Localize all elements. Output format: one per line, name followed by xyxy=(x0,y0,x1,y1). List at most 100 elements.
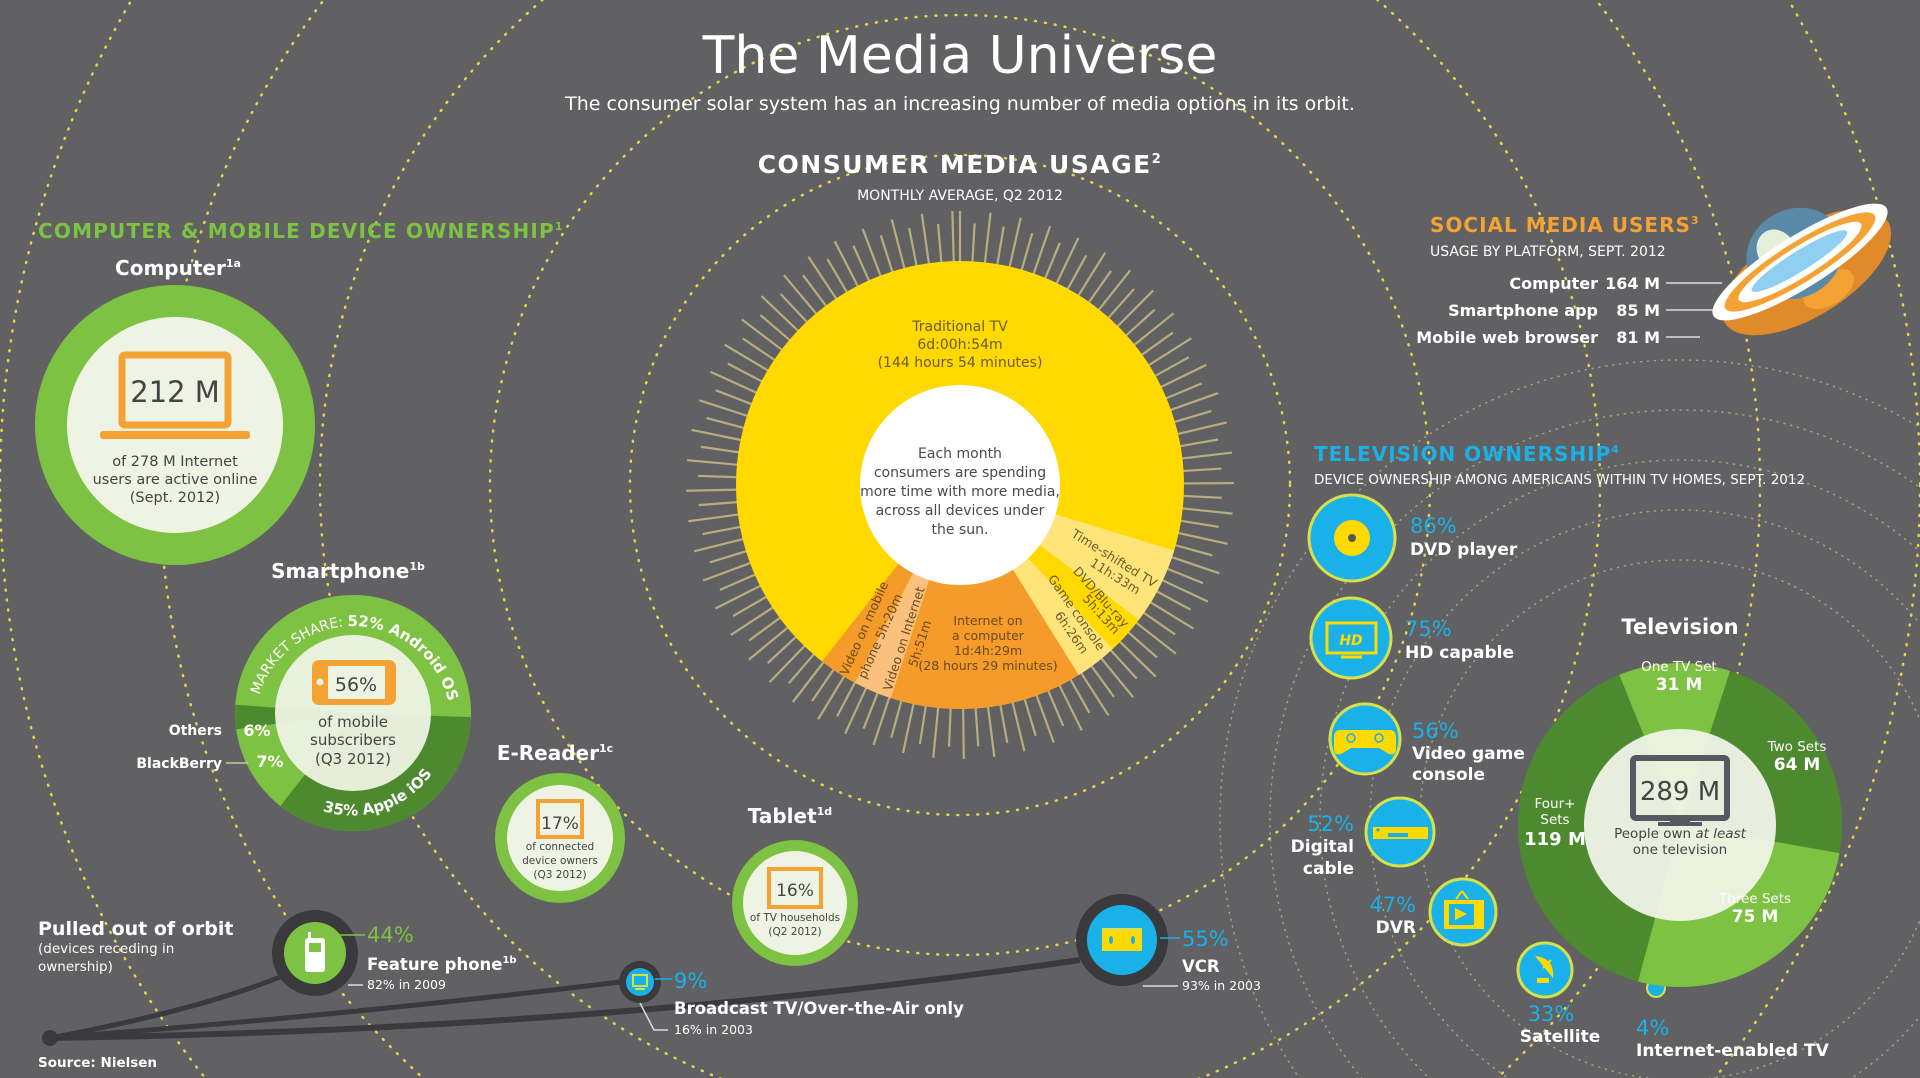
feature-phone-icon xyxy=(305,932,325,972)
device-internet-enabled-tv: 4% Internet-enabled TV xyxy=(1636,978,1830,1061)
ereader-icon xyxy=(536,799,584,839)
svg-text:Smartphone1b: Smartphone1b xyxy=(271,559,425,583)
vcr-past: 93% in 2003 xyxy=(1182,978,1261,993)
television-value: 289 M xyxy=(1640,777,1720,807)
device-pct: 86% xyxy=(1410,514,1457,538)
ereader-planet: E-Reader1c 17% of connected device owner… xyxy=(495,741,625,903)
television-planet: Television 289 M People own at least one… xyxy=(1518,615,1842,987)
social-row-label: Computer xyxy=(1509,274,1598,293)
computer-value: 212 M xyxy=(130,375,220,409)
svg-text:Tablet1d: Tablet1d xyxy=(748,804,832,828)
svg-text:TELEVISION OWNERSHIP4: TELEVISION OWNERSHIP4 xyxy=(1314,442,1620,466)
two-sets-label: Two Sets xyxy=(1767,739,1827,755)
tv-ownership-title: TELEVISION OWNERSHIP xyxy=(1314,442,1611,466)
page-title: The Media Universe xyxy=(702,26,1218,86)
social-media-subtitle: USAGE BY PLATFORM, SEPT. 2012 xyxy=(1430,244,1666,260)
svg-text:Each month: Each month xyxy=(918,446,1002,462)
broadcast-pct: 9% xyxy=(674,969,707,993)
three-sets-label: Three Sets xyxy=(1718,891,1791,907)
social-row-label: Mobile web browser xyxy=(1416,328,1598,347)
smartphone-value: 56% xyxy=(335,674,377,696)
device-label: Satellite xyxy=(1520,1027,1601,1047)
pulled-out-of-orbit: Pulled out of orbit (devices receding in… xyxy=(38,894,1261,1071)
svg-text:of 278 M Internet: of 278 M Internet xyxy=(112,454,238,470)
dvr-tv-icon xyxy=(1444,890,1484,929)
tablet-value: 16% xyxy=(776,881,814,901)
pulled-out-title: Pulled out of orbit xyxy=(38,918,233,940)
tv-ownership-section: TELEVISION OWNERSHIP4 DEVICE OWNERSHIP A… xyxy=(1291,442,1842,1061)
consumer-media-title: CONSUMER MEDIA USAGE xyxy=(758,150,1152,179)
dvd-disc-icon xyxy=(1334,520,1370,556)
svg-text:Computer1a: Computer1a xyxy=(115,256,241,280)
origin-dot xyxy=(42,1030,58,1046)
page-subtitle: The consumer solar system has an increas… xyxy=(564,93,1355,115)
social-row-label: Smartphone app xyxy=(1448,301,1598,320)
svg-text:ownership): ownership) xyxy=(38,959,113,975)
social-row-value: 164 M xyxy=(1605,274,1660,293)
blackberry-value: 7% xyxy=(256,752,283,771)
tablet-planet: Tablet1d 16% of TV households (Q2 2012) xyxy=(732,804,858,966)
sun-center xyxy=(860,385,1060,585)
device-dvd-player: 86% DVD player xyxy=(1307,493,1518,583)
svg-text:one television: one television xyxy=(1633,842,1727,858)
cable-box-icon xyxy=(1373,827,1428,839)
device-pct: 47% xyxy=(1369,893,1416,917)
svg-text:of TV households: of TV households xyxy=(750,912,840,924)
consumer-media-usage: CONSUMER MEDIA USAGE2 MONTHLY AVERAGE, Q… xyxy=(686,150,1235,759)
computer-mobile-title: COMPUTER & MOBILE DEVICE OWNERSHIP1 xyxy=(38,219,564,243)
svg-text:(Sept. 2012): (Sept. 2012) xyxy=(130,490,220,506)
others-value: 6% xyxy=(243,721,270,740)
feature-phone-past: 82% in 2009 xyxy=(367,977,446,992)
sun-rays xyxy=(686,211,1235,759)
device-label: Video game xyxy=(1412,744,1525,764)
feature-phone-pct: 44% xyxy=(367,923,414,947)
svg-text:subscribers: subscribers xyxy=(310,731,396,749)
svg-text:more time with more media,: more time with more media, xyxy=(860,484,1060,500)
social-media-title: SOCIAL MEDIA USERS xyxy=(1430,213,1691,237)
broadcast-label: Broadcast TV/Over-the-Air only xyxy=(674,999,964,1018)
device-label: DVD player xyxy=(1410,540,1518,560)
vcr-tape-icon xyxy=(1102,928,1142,951)
phone-icon xyxy=(312,660,396,705)
smartphone-label: Smartphone xyxy=(271,559,409,583)
traditional-tv-label: Traditional TV xyxy=(911,319,1008,335)
segment-internet-computer xyxy=(890,485,1079,709)
device-hd-capable: HD 75% HD capable xyxy=(1309,596,1514,680)
smartphone-planet: Smartphone1b 56% of mobile subscribers (… xyxy=(136,559,471,831)
svg-text:Sets: Sets xyxy=(1540,812,1569,828)
laptop-icon xyxy=(100,351,250,439)
television-label: Television xyxy=(1621,615,1738,639)
device-label: HD capable xyxy=(1405,643,1514,663)
social-media-section: SOCIAL MEDIA USERS3 USAGE BY PLATFORM, S… xyxy=(1416,203,1892,347)
four-sets-label: Four+ xyxy=(1535,796,1576,812)
svg-text:People own at least: People own at least xyxy=(1614,826,1747,842)
device-label: DVR xyxy=(1376,918,1416,938)
broadcast-tv-icon xyxy=(632,974,648,990)
source-label: Source: Nielsen xyxy=(38,1055,157,1071)
svg-text:device owners: device owners xyxy=(522,855,598,867)
one-tv-label: One TV Set xyxy=(1641,659,1717,675)
tv-ownership-subtitle: DEVICE OWNERSHIP AMONG AMERICANS WITHIN … xyxy=(1314,472,1805,488)
device-satellite: 33% Satellite xyxy=(1516,941,1601,1047)
svg-text:(Q3 2012): (Q3 2012) xyxy=(315,750,391,768)
consumer-media-subtitle: MONTHLY AVERAGE, Q2 2012 xyxy=(857,188,1063,204)
device-video-game-console: 56% Video game console xyxy=(1328,702,1525,785)
device-pct: 75% xyxy=(1405,617,1452,641)
device-pct: 52% xyxy=(1307,812,1354,836)
device-pct: 4% xyxy=(1636,1016,1669,1040)
svg-text:CONSUMER MEDIA USAGE2: CONSUMER MEDIA USAGE2 xyxy=(758,150,1163,179)
traditional-tv-detail: (144 hours 54 minutes) xyxy=(878,355,1043,371)
gamepad-icon xyxy=(1334,730,1396,755)
social-row-value: 81 M xyxy=(1616,328,1660,347)
tablet-label: Tablet xyxy=(748,804,817,828)
vcr-label: VCR xyxy=(1182,957,1220,976)
device-pct: 56% xyxy=(1412,719,1459,743)
svg-text:users are active online: users are active online xyxy=(93,472,258,488)
svg-text:of connected: of connected xyxy=(526,841,594,853)
svg-text:cable: cable xyxy=(1303,859,1354,879)
vcr-pct: 55% xyxy=(1182,927,1229,951)
device-dvr: 47% DVR xyxy=(1369,877,1498,947)
traditional-tv-time: 6d:00h:54m xyxy=(917,337,1002,353)
